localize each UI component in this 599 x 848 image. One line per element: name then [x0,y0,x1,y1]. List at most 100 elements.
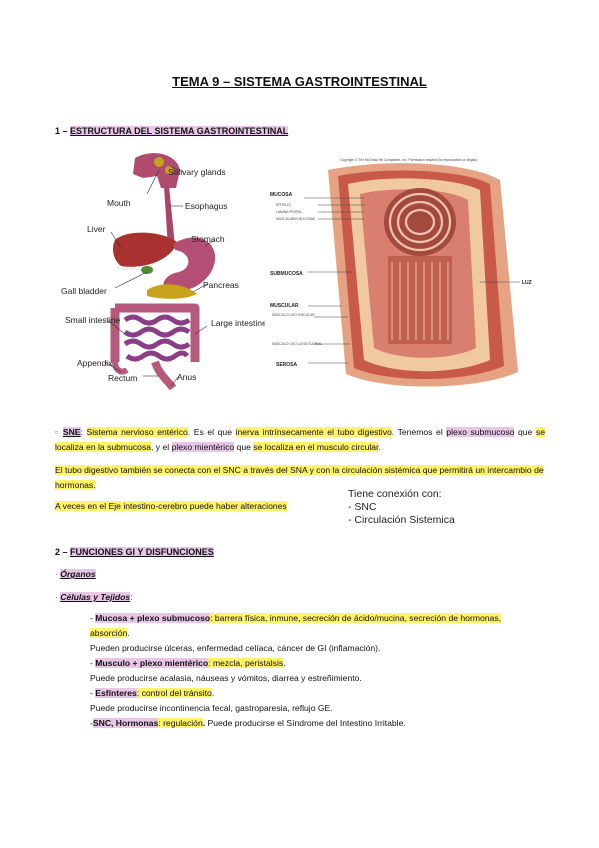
wall-leader-lines [304,197,520,364]
rectum-shape [151,360,177,391]
figure-copyright: Copyright © The McGraw-Hill Companies, I… [340,158,478,162]
sna-text: El tubo digestivo también se conecta con… [55,465,544,490]
item2-desc: : mezcla, peristalsis [208,658,284,668]
note-line-3: - Circulación Sistemica [348,514,455,526]
item-snc: -SNC, Hormonas: regulación. Puede produc… [90,716,530,731]
large-intestine-shape [110,303,200,362]
label-esophagus: Esophagus [185,201,228,211]
pancreas-shape [147,284,197,299]
sne-text-d: . Tenemos el [391,427,447,437]
sne-paragraph: ▫ SNE: Sistema nervioso entérico. Es el … [55,425,545,455]
eje-paragraph: A veces en el Eje intestino-cerebro pued… [55,499,345,514]
small-intestine-shape [123,314,191,362]
label-serosa: SEROSA [276,362,298,368]
lumen-body [388,256,452,344]
leader-lines [104,165,216,387]
page-title: TEMA 9 – SISTEMA GASTROINTESTINAL [172,74,427,89]
sne-text-b: . Es el que [187,427,236,437]
section1-label: ESTRUCTURA DEL SISTEMA GASTROINTESTINAL [70,126,289,136]
label-large-intestine: Large intestine [211,318,265,328]
plexo-submucoso-term: plexo submucoso [446,427,515,437]
item2-end: . [283,658,286,668]
item4-title: SNC, Hormonas [92,718,159,728]
label-luz: LUZ [522,280,532,286]
item2-dash: - [90,658,96,668]
label-appendix: Appendix [77,358,113,368]
section2-number: 2 – [55,547,71,557]
item4-sub: Puede producirse el Síndrome del Intesti… [205,718,406,728]
organos-heading: · Órganos [55,567,96,582]
label-mouth: Mouth [107,198,131,208]
item-mucosa-sub: Pueden producirse úlceras, enfermedad ce… [90,643,381,653]
mouth-shape [133,153,180,188]
label-mucosa: MUCOSA [270,192,293,198]
label-muscularis-mucosae: MUSCULARIS MUCOSAE [276,217,316,221]
bullet-icon: ▫ [55,427,60,437]
label-submucosa: SUBMUCOSA [270,271,303,277]
label-salivary-glands: Salivary glands [168,167,226,177]
plexo-mienterico-term: plexo mientérico [171,442,235,452]
digestive-system-figure: iStock Salivary glands Mouth Esophagus [55,148,265,393]
label-gall-bladder: Gall bladder [61,286,107,296]
organos-label: Órganos [60,569,96,579]
mucosa-folds [388,192,452,252]
label-small-intestine: Small intestine [65,315,121,325]
section1-number: 1 – [55,126,71,136]
sne-function: inerva intrínsecamente el tubo digestivo [235,427,392,437]
figure-background [55,148,265,393]
item2-title: Musculo + plexo mientérico [95,658,209,668]
sne-definition: Sistema nervioso entérico [86,427,188,437]
section2-heading: 2 – FUNCIONES GI Y DISFUNCIONES [55,547,214,557]
item4-end: . [202,718,206,728]
salivary-gland-shape-2 [165,166,173,174]
item3-end: . [211,688,215,698]
salivary-gland-shape [154,157,164,167]
liver-shape [113,232,177,267]
item4-desc: : regulación [158,718,203,728]
villi-lines [391,262,449,340]
label-epitelio: EPITELIO [276,203,291,207]
item-esfinteres: - Esfínteres: control del tránsito. [90,686,530,701]
label-rectum: Rectum [108,373,137,383]
celulas-colon: : [130,592,133,602]
sne-term: SNE [62,427,81,437]
label-liver: Liver [87,224,106,234]
sne-colon: : [80,427,87,437]
handwritten-note: Tiene conexión con: - SNC - Circulación … [348,488,455,527]
item-mucosa: - Mucosa + plexo submucoso: barrera físi… [90,611,530,641]
esophagus-shape [164,186,175,248]
note-line-1: Tiene conexión con: [348,488,442,500]
item1-dash: - [90,613,96,623]
gall-bladder-shape [141,266,153,274]
item1-end: . [127,628,130,638]
item1-title: Mucosa + plexo submucoso [95,613,211,623]
label-musculo-longitudinal: MÚSCULO LISO LONGITUDINAL [272,342,322,346]
sne-text-f: que [514,427,536,437]
celulas-bullet: · [55,592,58,602]
label-pancreas: Pancreas [203,280,239,290]
stomach-shape [163,237,216,292]
section1-heading: 1 – ESTRUCTURA DEL SISTEMA GASTROINTESTI… [55,126,289,136]
lumen-opening [384,188,456,256]
item-musculo: - Musculo + plexo mientérico: mezcla, pe… [90,656,530,671]
celulas-label: Células y Tejidos [60,592,131,602]
label-muscular: MUSCULAR [270,303,299,309]
label-anus: Anus [177,372,196,382]
sne-text-j: que [234,442,254,452]
sne-text-l: . [378,442,381,452]
sna-paragraph: El tubo digestivo también se conecta con… [55,463,545,493]
item3-title: Esfínteres [95,688,137,698]
label-musculo-circular: MÚSCULO LISO CIRCULAR [272,313,315,317]
eje-text: A veces en el Eje intestino-cerebro pued… [55,501,287,511]
item-musculo-sub: Puede producirse acalasia, náuseas y vóm… [90,673,362,683]
item4-dash: - [90,718,93,728]
item3-dash: - [90,688,96,698]
intestinal-wall-figure: Copyright © The McGraw-Hill Companies, I… [270,158,532,387]
item3-desc: : control del tránsito [136,688,212,698]
label-lamina-propia: LAMINA PROPIA [276,210,302,214]
sne-text-h: , y el [151,442,172,452]
item-esfinteres-sub: Puede producirse incontinencia fecal, ga… [90,703,333,713]
note-line-2: - SNC [348,501,377,513]
celulas-heading: · Células y Tejidos: [55,590,133,605]
organos-bullet: · [55,569,58,579]
